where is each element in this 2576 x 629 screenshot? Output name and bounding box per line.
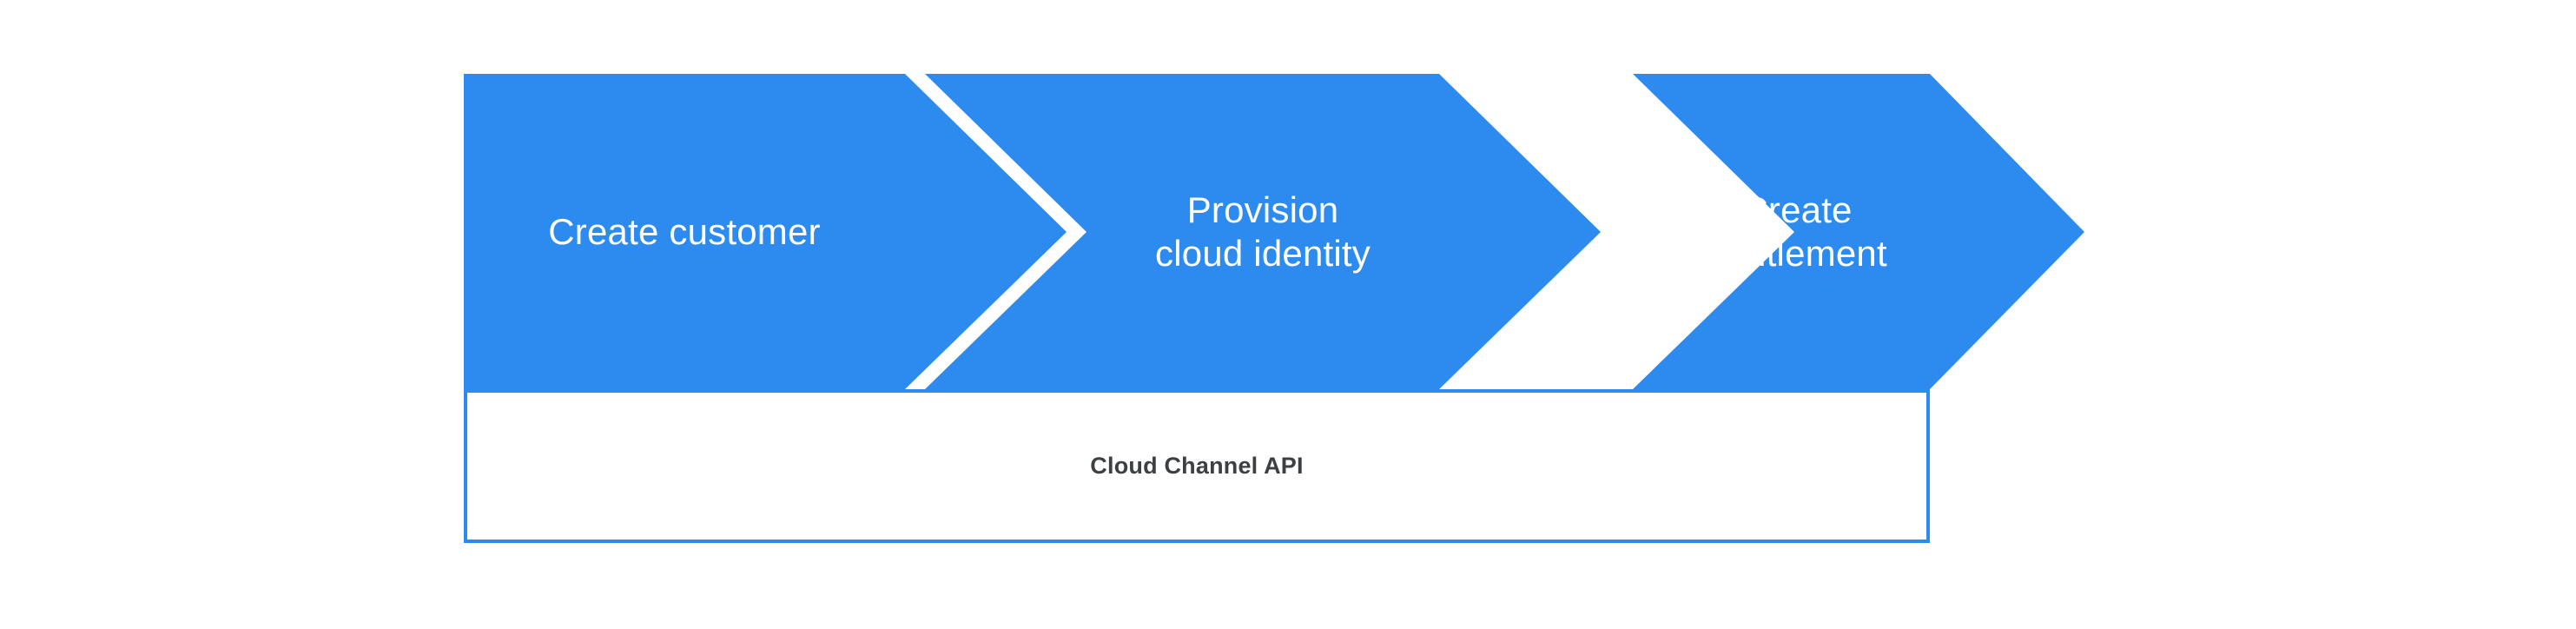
chevron-shape-step-3[interactable] (1633, 74, 2084, 389)
chevron-shape-step-1[interactable] (464, 74, 1067, 389)
cloud-channel-api-bar-shape[interactable] (464, 389, 1930, 543)
chevron-shape-step-2[interactable] (925, 74, 1601, 389)
